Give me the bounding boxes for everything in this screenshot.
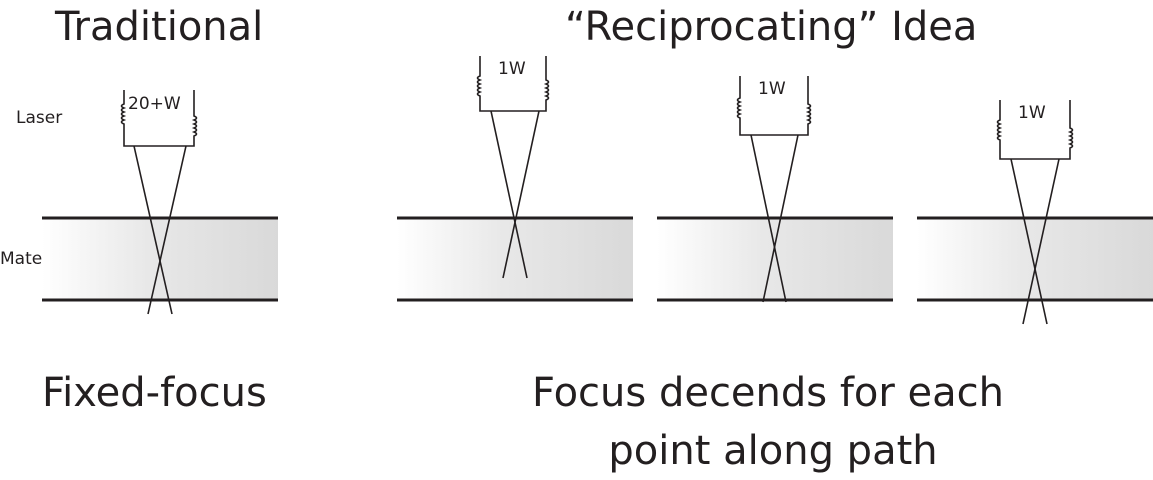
- laser-power-label: 1W: [498, 59, 526, 79]
- title-reciprocating: “Reciprocating” Idea: [565, 4, 977, 50]
- laser-power-label: 1W: [1018, 103, 1046, 123]
- laser-power-label: 20+W: [128, 94, 181, 114]
- laser-beam: [147, 145, 187, 315]
- label-laser: Laser: [16, 108, 62, 128]
- material-block: [397, 218, 633, 300]
- laser-head: [120, 90, 198, 147]
- laser-beam: [1022, 158, 1060, 325]
- traditional-panel: 20+W: [42, 90, 278, 315]
- title-traditional: Traditional: [54, 4, 263, 50]
- reciprocating-panel-1: 1W: [397, 56, 633, 302]
- laser-beam: [750, 134, 787, 303]
- caption-focus-line-1: Focus decends for each: [532, 370, 1004, 416]
- material-block: [917, 218, 1153, 300]
- laser-beam: [1010, 158, 1048, 325]
- caption-focus-line-2: point along path: [608, 428, 937, 474]
- laser-beam: [490, 110, 528, 279]
- laser-beam: [133, 145, 173, 315]
- laser-beam: [502, 110, 540, 279]
- laser-head: [476, 56, 550, 112]
- laser-beam: [762, 134, 799, 303]
- material-block: [657, 218, 893, 300]
- reciprocating-panel-2: 1W: [657, 76, 893, 303]
- laser-head: [996, 100, 1074, 160]
- laser-head: [736, 76, 812, 136]
- reciprocating-panel-3: 1W: [917, 100, 1153, 325]
- laser-power-label: 1W: [758, 79, 786, 99]
- caption-fixed-focus: Fixed-focus: [42, 370, 267, 416]
